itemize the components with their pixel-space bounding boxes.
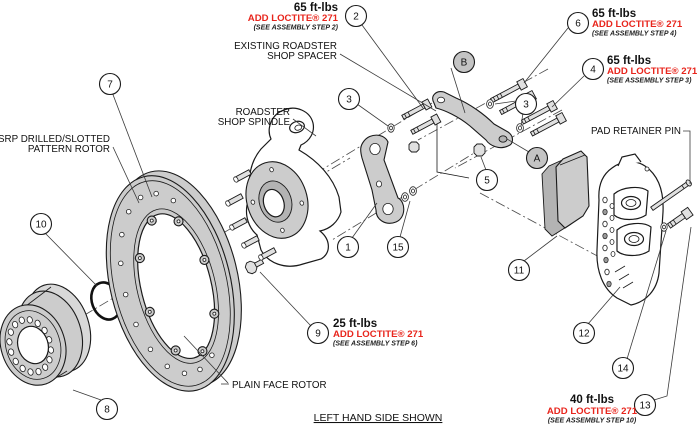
callout-1-label: 1 (345, 243, 351, 254)
caliper-bracket-illustration (360, 134, 405, 224)
callout-13: 13 (633, 393, 657, 417)
spindle-illustration (225, 107, 342, 267)
torque-note-step6: 25 ft-lbs ADD LOCTITE® 271 (SEE ASSEMBLY… (333, 318, 424, 348)
rotor-illustration (105, 170, 242, 392)
assembly-step-ref: (SEE ASSEMBLY STEP 3) (607, 78, 692, 85)
loctite-note: ADD LOCTITE® 271 (547, 406, 638, 417)
callout-3-left-label: 3 (346, 95, 352, 106)
callout-8-label: 8 (104, 405, 110, 416)
torque-value: 25 ft-lbs (333, 318, 377, 330)
torque-value: 40 ft-lbs (570, 394, 614, 406)
rotor-tabs (134, 215, 220, 357)
loctite-note: ADD LOCTITE® 271 (607, 66, 698, 77)
callout-6-label: 6 (575, 19, 581, 30)
label-spindle-line2: SHOP SPINDLE (218, 117, 291, 128)
callout-9: 9 (306, 321, 330, 345)
callout-11: 11 (507, 258, 531, 282)
callout-7-label: 7 (107, 80, 113, 91)
brake-pads-illustration (541, 150, 590, 237)
caliper-mount-bolts (486, 77, 567, 137)
callout-8: 8 (95, 397, 119, 421)
callout-3-right-label: 3 (523, 100, 529, 111)
label-spindle-line1: ROADSTER (236, 107, 290, 118)
callout-10-label: 10 (35, 220, 47, 231)
torque-value: 65 ft-lbs (294, 2, 338, 14)
callout-9-label: 9 (315, 329, 321, 340)
callout-5: 5 (475, 168, 499, 192)
assembly-step-ref: (SEE ASSEMBLY STEP 2) (254, 25, 339, 32)
callout-12: 12 (572, 321, 596, 345)
callout-7: 7 (98, 72, 122, 96)
pad-retainer-pin-illustration (650, 179, 692, 212)
loctite-note: ADD LOCTITE® 271 (592, 19, 683, 30)
callout-10: 10 (29, 212, 53, 236)
callout-B-label: B (461, 58, 468, 69)
footer-view-note: LEFT HAND SIDE SHOWN (314, 412, 443, 424)
callout-5-label: 5 (484, 176, 490, 187)
assembly-step-ref: (SEE ASSEMBLY STEP 10) (548, 418, 637, 425)
callout-B: B (452, 50, 476, 74)
rotor-drill-holes (118, 190, 215, 376)
callout-11-label: 11 (514, 266, 525, 277)
assembly-step-ref: (SEE ASSEMBLY STEP 4) (592, 31, 677, 38)
hub-flange (245, 161, 309, 239)
callout-3-left: 3 (337, 87, 361, 111)
rotor-bolt (244, 258, 265, 275)
caliper-crossover-ports (602, 196, 616, 288)
callout-A-label: A (534, 154, 541, 165)
torque-note-step2: 65 ft-lbs ADD LOCTITE® 271 (SEE ASSEMBLY… (248, 2, 339, 32)
callout-2-label: 2 (353, 12, 359, 23)
spacer-illustration (432, 91, 514, 179)
callout-3-right: 3 (514, 92, 538, 116)
callout-12-label: 12 (578, 329, 590, 340)
label-srp-rotor-line1: SRP DRILLED/SLOTTED (0, 134, 110, 145)
torque-note-step10: 40 ft-lbs ADD LOCTITE® 271 (SEE ASSEMBLY… (547, 394, 638, 425)
label-existing-spacer-line2: SHOP SPACER (267, 51, 337, 62)
label-plain-face-rotor: PLAIN FACE ROTOR (232, 380, 327, 391)
hub-hat-illustration (0, 283, 92, 386)
label-existing-spacer-line1: EXISTING ROADSTER (234, 41, 337, 52)
bleed-bolt-illustration (660, 206, 694, 232)
label-srp-rotor-line2: PATTERN ROTOR (28, 144, 110, 155)
callout-15-label: 15 (392, 243, 404, 254)
torque-value: 65 ft-lbs (607, 55, 651, 67)
callout-15: 15 (386, 235, 410, 259)
loctite-note: ADD LOCTITE® 271 (248, 13, 339, 24)
callout-13-label: 13 (639, 401, 651, 412)
caliper-illustration (596, 153, 664, 306)
leader-lines (44, 24, 692, 401)
loctite-note: ADD LOCTITE® 271 (333, 329, 424, 340)
torque-note-step3: 65 ft-lbs ADD LOCTITE® 271 (SEE ASSEMBLY… (607, 55, 698, 85)
label-pad-retainer-pin: PAD RETAINER PIN (591, 126, 681, 137)
wheel-studs (225, 169, 277, 261)
spindle-bolts (401, 98, 442, 135)
callout-2: 2 (344, 4, 368, 28)
torque-note-step4: 65 ft-lbs ADD LOCTITE® 271 (SEE ASSEMBLY… (592, 8, 683, 38)
callout-A: A (525, 146, 549, 170)
torque-value: 65 ft-lbs (592, 8, 636, 20)
assembly-step-ref: (SEE ASSEMBLY STEP 6) (333, 341, 418, 348)
callout-14: 14 (611, 356, 635, 380)
callout-6: 6 (566, 11, 590, 35)
callout-1: 1 (336, 235, 360, 259)
hardware-washers-nuts (387, 123, 486, 202)
callout-4: 4 (581, 57, 605, 81)
callout-14-label: 14 (617, 364, 629, 375)
callout-4-label: 4 (590, 65, 596, 76)
